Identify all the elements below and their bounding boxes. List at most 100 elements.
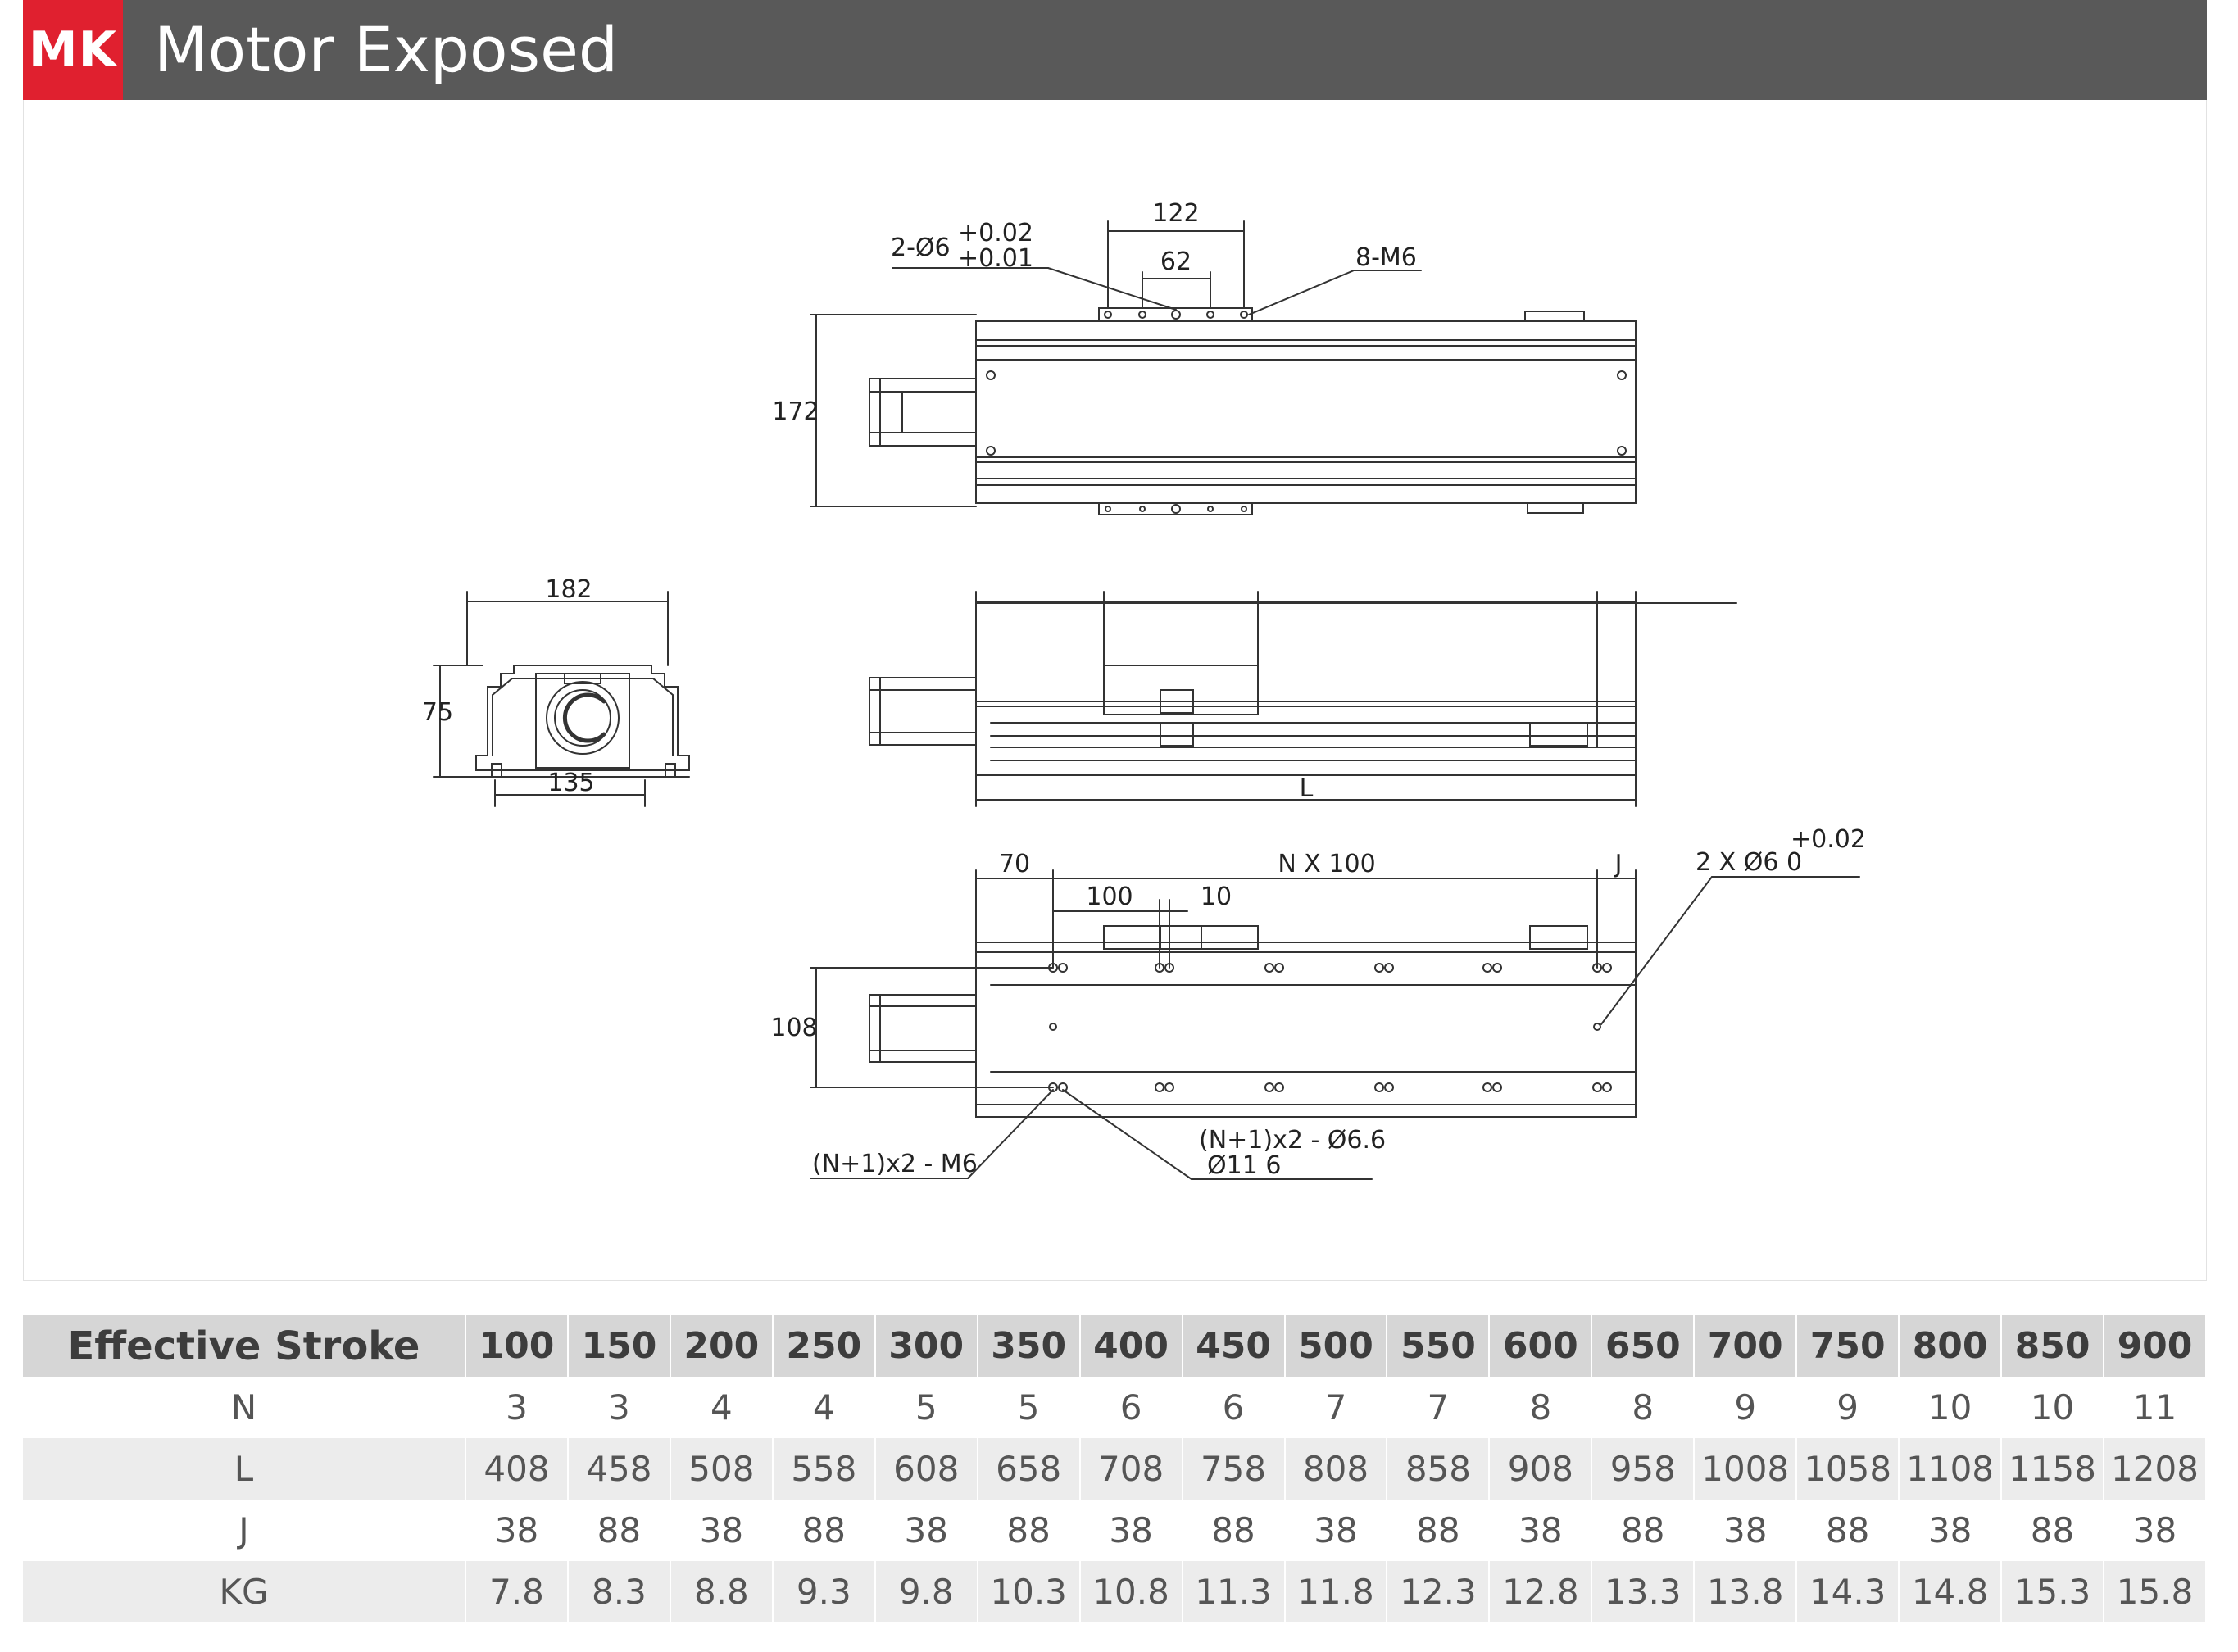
table-cell: 808 [1284, 1438, 1388, 1500]
table-cell: 38 [1489, 1500, 1593, 1561]
side-view [869, 591, 1737, 807]
table-cell: 11 [2104, 1377, 2207, 1438]
table-cell: 13.8 [1694, 1561, 1798, 1622]
stroke-header-cell: 450 [1182, 1315, 1286, 1377]
table-cell: 10 [1899, 1377, 2003, 1438]
table-cell: 5 [977, 1377, 1081, 1438]
dim-135-label: 135 [547, 769, 594, 797]
stroke-header-cell: 100 [465, 1315, 569, 1377]
table-cell: 38 [1079, 1500, 1183, 1561]
hole-tolerance-minus: +0.01 [958, 244, 1033, 273]
stroke-header-cell: 250 [772, 1315, 876, 1377]
table-cell: 8.8 [670, 1561, 774, 1622]
table-cell: 508 [670, 1438, 774, 1500]
table-cell: 558 [772, 1438, 876, 1500]
table-cell: 8.3 [567, 1561, 671, 1622]
table-cell: 6 [1079, 1377, 1183, 1438]
table-cell: 14.8 [1899, 1561, 2003, 1622]
table-cell: 958 [1591, 1438, 1696, 1500]
bottom-view-labels: 70 N X 100 J 100 10 108 +0.02 2 X Ø6 0 (… [770, 825, 1866, 1180]
stroke-header-cell: 150 [567, 1315, 671, 1377]
table-cell: 1208 [2104, 1438, 2207, 1500]
page-header: MK Motor Exposed [23, 0, 2207, 100]
product-badge: MK [23, 0, 123, 100]
table-cell: 88 [1796, 1500, 1900, 1561]
table-cell: 1058 [1796, 1438, 1900, 1500]
table-cell: 38 [1284, 1500, 1388, 1561]
stroke-header-cell: 800 [1899, 1315, 2003, 1377]
table-cell: 13.3 [1591, 1561, 1696, 1622]
table-cell: 858 [1387, 1438, 1491, 1500]
table-cell: 3 [567, 1377, 671, 1438]
row-label-cell: N [23, 1377, 466, 1438]
row-label-cell: J [23, 1500, 466, 1561]
table-cell: 38 [874, 1500, 978, 1561]
dim-100-label: 100 [1086, 883, 1133, 911]
dim-75-label: 75 [422, 698, 453, 727]
table-cell: 9 [1796, 1377, 1900, 1438]
thread-spec-label: 8-M6 [1355, 243, 1417, 272]
table-cell: 88 [772, 1500, 876, 1561]
table-cell: 9.3 [772, 1561, 876, 1622]
effective-stroke-header: Effective Stroke [23, 1315, 466, 1377]
dim-172-label: 172 [772, 397, 819, 426]
table-cell: 7 [1387, 1377, 1491, 1438]
end-view-labels: 182 75 135 [422, 575, 595, 797]
table-cell: 608 [874, 1438, 978, 1500]
dim-nx100-label: N X 100 [1278, 850, 1375, 878]
table-cell: 758 [1182, 1438, 1286, 1500]
table-cell: 458 [567, 1438, 671, 1500]
table-cell: 15.3 [2001, 1561, 2104, 1622]
table-cell: 88 [2001, 1500, 2104, 1561]
table-cell: 3 [465, 1377, 569, 1438]
stroke-header-cell: 200 [670, 1315, 774, 1377]
table-cell: 38 [465, 1500, 569, 1561]
counterbore-spec-label: (N+1)x2 - Ø6.6 [1199, 1126, 1386, 1155]
top-view [810, 220, 1637, 515]
dim-108-label: 108 [770, 1014, 817, 1042]
table-cell: 10 [2001, 1377, 2104, 1438]
bottom-view [810, 869, 1860, 1180]
table-cell: 7.8 [465, 1561, 569, 1622]
table-cell: 8 [1591, 1377, 1696, 1438]
table-cell: 12.3 [1387, 1561, 1491, 1622]
end-view [433, 591, 690, 807]
dim-182-label: 182 [545, 575, 592, 604]
row-label-cell: L [23, 1438, 466, 1500]
dim-10-label: 10 [1201, 883, 1232, 911]
row-label-cell: KG [23, 1561, 466, 1622]
counterbore-depth-label: Ø11 6 [1207, 1151, 1281, 1180]
table-cell: 88 [567, 1500, 671, 1561]
table-cell: 88 [1182, 1500, 1286, 1561]
table-cell: 88 [1387, 1500, 1491, 1561]
table-cell: 7 [1284, 1377, 1388, 1438]
stroke-header-cell: 850 [2001, 1315, 2104, 1377]
page-title: Motor Exposed [154, 13, 619, 86]
hole-tolerance-plus: +0.02 [958, 219, 1033, 247]
stroke-header-cell: 900 [2104, 1315, 2207, 1377]
stroke-header-cell: 550 [1387, 1315, 1491, 1377]
table-cell: 15.8 [2104, 1561, 2207, 1622]
stroke-header-cell: 400 [1079, 1315, 1183, 1377]
dim-122-label: 122 [1152, 199, 1199, 228]
table-cell: 10.8 [1079, 1561, 1183, 1622]
table-cell: 38 [2104, 1500, 2207, 1561]
stroke-header-cell: 600 [1489, 1315, 1593, 1377]
table-cell: 5 [874, 1377, 978, 1438]
technical-drawing-panel: 122 62 2-Ø6 +0.02 +0.01 8-M6 172 [23, 100, 2207, 1281]
stroke-header-cell: 350 [977, 1315, 1081, 1377]
hole-spec-label: 2-Ø6 [891, 234, 951, 262]
table-cell: 658 [977, 1438, 1081, 1500]
table-cell: 10.3 [977, 1561, 1081, 1622]
table-cell: 11.3 [1182, 1561, 1286, 1622]
top-view-labels: 122 62 2-Ø6 +0.02 +0.01 8-M6 172 [772, 199, 1417, 426]
table-cell: 6 [1182, 1377, 1286, 1438]
stroke-header-cell: 700 [1694, 1315, 1798, 1377]
table-cell: 1108 [1899, 1438, 2003, 1500]
